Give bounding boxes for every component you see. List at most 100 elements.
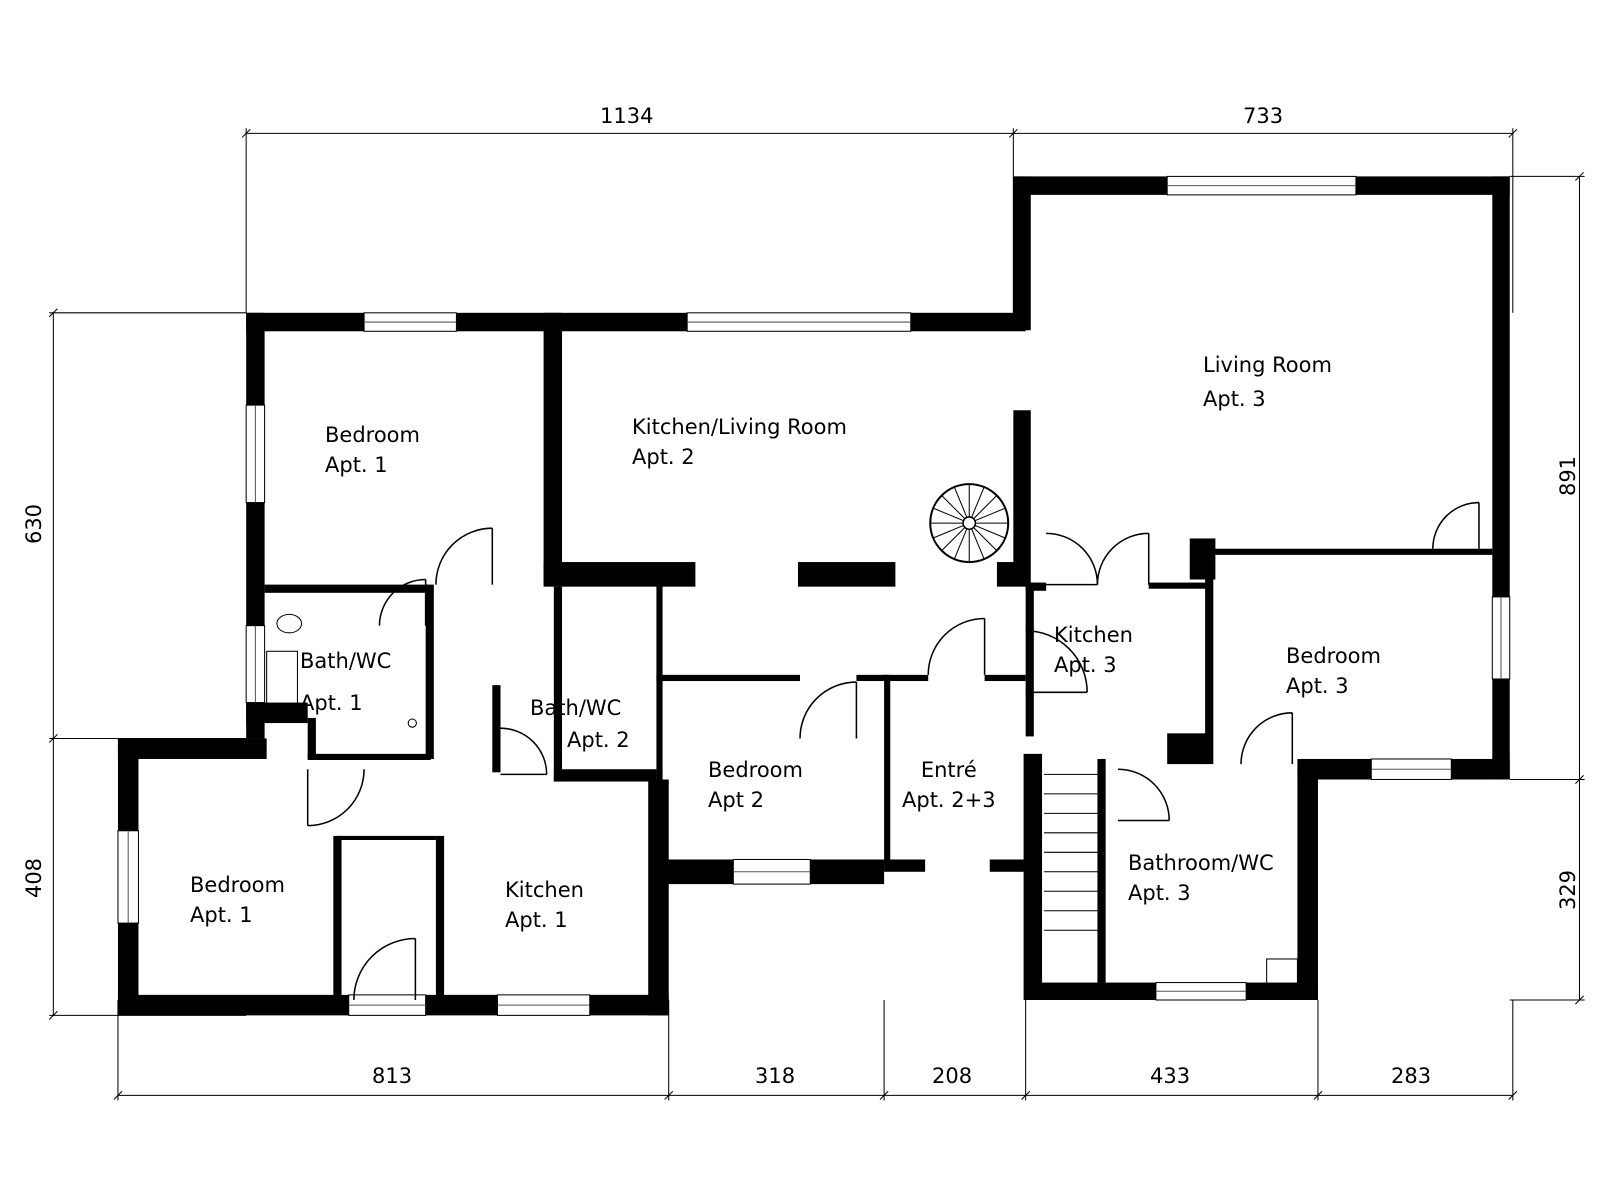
door-swing (353, 937, 417, 1001)
room-name: Bedroom (1286, 644, 1381, 668)
wall (1013, 410, 1031, 585)
room-name: Bathroom/WC (1128, 851, 1274, 875)
bathtub (266, 650, 298, 709)
room-apt: Apt. 1 (300, 691, 363, 715)
dimension-line (48, 308, 58, 318)
dimension-line (1508, 1090, 1518, 1100)
dim-left-2: 408 (22, 857, 47, 899)
door-swing (1025, 630, 1088, 694)
room-name: Living Room (1203, 353, 1332, 377)
stair-core (962, 516, 977, 530)
wall (1492, 176, 1510, 597)
wall (984, 674, 1026, 682)
door-swing (435, 527, 494, 585)
wall (656, 674, 800, 682)
dim-right-2: 329 (1556, 869, 1581, 911)
wall (338, 835, 436, 840)
door-swing (1096, 532, 1150, 585)
wall (553, 769, 657, 782)
dimension-line (1575, 995, 1584, 1005)
dimension-line (48, 1010, 58, 1020)
dimension-line (879, 1090, 889, 1100)
wall (117, 923, 139, 1016)
room-name: Bedroom (708, 758, 803, 782)
wall (1025, 582, 1047, 591)
room-apt: Apt. 2+3 (902, 788, 996, 812)
room-apt: Apt. 1 (325, 453, 388, 477)
room-apt: Apt. 3 (1054, 653, 1117, 677)
wall (1355, 176, 1510, 195)
room-apt: Apt 2 (708, 788, 764, 812)
wall (1013, 176, 1031, 331)
dimension-line (241, 128, 251, 138)
room-name: Kitchen (1054, 623, 1133, 647)
wall (1025, 582, 1034, 737)
dimension-line (1575, 171, 1584, 181)
wall (246, 502, 265, 626)
room-apt: Apt. 1 (190, 903, 253, 927)
room-name: Kitchen/Living Room (632, 415, 847, 439)
door-swing (1117, 768, 1170, 822)
room-apt: Apt. 2 (567, 728, 630, 752)
drain (407, 718, 417, 728)
dim-bottom-2: 318 (755, 1064, 796, 1088)
wall (425, 584, 434, 759)
wall (656, 859, 734, 885)
door-swing (927, 617, 986, 675)
dimension-line (1575, 775, 1584, 784)
door-swing (500, 727, 548, 776)
room-apt: Apt. 3 (1203, 387, 1266, 411)
wall (810, 859, 885, 885)
shower (1266, 958, 1298, 986)
wall (910, 312, 1026, 332)
wall (797, 562, 896, 587)
dimension-line (664, 1090, 674, 1100)
wall (307, 717, 316, 759)
wall (117, 994, 349, 1016)
dimension-line (1008, 128, 1018, 138)
door-swing (1240, 712, 1294, 765)
wall (264, 584, 429, 593)
dim-bottom-4: 433 (1150, 1064, 1191, 1088)
dim-bottom-1: 813 (372, 1064, 413, 1088)
wall (246, 312, 365, 332)
wall (1023, 753, 1043, 1000)
room-apt: Apt. 2 (632, 445, 695, 469)
wall (246, 312, 265, 406)
room-apt: Apt. 3 (1128, 881, 1191, 905)
wall (1451, 758, 1510, 780)
dimension-line (1021, 1090, 1031, 1100)
wall (492, 685, 501, 773)
wall (435, 835, 445, 1000)
dim-bottom-5: 283 (1391, 1064, 1432, 1088)
wall (656, 584, 663, 862)
room-apt: Apt. 3 (1286, 674, 1349, 698)
door-swing (378, 578, 427, 626)
wall (1297, 764, 1318, 1000)
room-label-bathroom-apt3: Bathroom/WC Apt. 3 (1128, 848, 1274, 908)
wall (333, 835, 342, 1000)
door-swing (306, 769, 365, 827)
wall (456, 312, 688, 332)
dim-top-1: 1134 (600, 104, 654, 128)
door-swing (799, 681, 858, 739)
wall (1013, 176, 1168, 195)
room-apt: Apt. 1 (505, 908, 568, 932)
wall (884, 674, 891, 865)
wall (553, 586, 563, 782)
wall (856, 674, 888, 682)
wall (1148, 582, 1211, 589)
room-name: Bath/WC (300, 649, 392, 673)
wall (1097, 758, 1106, 983)
wall (117, 738, 267, 759)
wall (307, 753, 431, 760)
room-label-bath-apt1: Bath/WC Apt. 1 (300, 640, 391, 724)
